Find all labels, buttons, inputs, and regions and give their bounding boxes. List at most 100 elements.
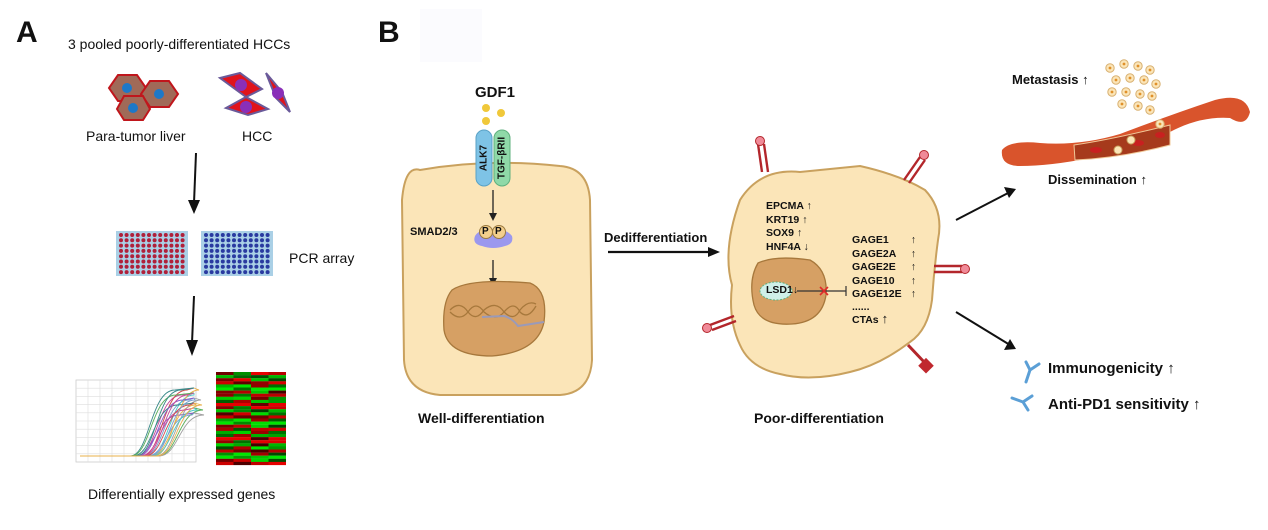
gdf1-label: GDF1 [475,84,516,101]
heatmap-cell [268,403,286,407]
heatmap-cell [216,403,234,407]
heatmap-cell [216,449,234,453]
para-tumor-cells-icon [107,74,180,121]
heatmap-cell [268,449,286,453]
heatmap-cell [216,372,234,376]
pcr-wells [119,233,185,275]
cta-item: GAGE10↑ [852,274,916,287]
heatmap-cell [268,412,286,416]
membrane-receptor [756,143,770,173]
heatmap-cell [268,446,286,450]
heatmap-cell [233,449,251,453]
heatmap-cell [233,437,251,441]
heatmap-cell [268,381,286,385]
heatmap-cell [268,393,286,397]
heatmap-cell [216,406,234,410]
dedifferentiation-label: Dedifferentiation [604,230,708,245]
heatmap-cell [233,458,251,462]
heatmap-cell [233,412,251,416]
heatmap-cell [216,461,234,466]
heatmap-cell [251,387,269,391]
heatmap-cell [268,458,286,462]
heatmap-cell [233,446,251,450]
amplification-curve [80,387,195,457]
heatmap-cell [268,384,286,388]
heatmap-cell [233,430,251,435]
heatmap-cell [233,461,251,466]
heatmap-cell [251,434,269,438]
heatmap-cell [268,461,286,466]
heatmap-cell [268,396,286,400]
phospho-circle [492,225,506,239]
para-tumor-label: Para-tumor liver [86,128,186,144]
heatmap-cell [251,427,269,431]
heatmap-cell [268,415,286,419]
arrow-to-immunity [955,311,1011,346]
heatmap-cell [251,418,269,422]
metastasis-label: Metastasis ↑ [1012,72,1089,87]
heatmap-cell [216,458,234,462]
heatmap-cell [268,375,286,379]
heatmap-cell [233,399,251,404]
amplification-curve [80,392,195,457]
heatmap-cell [251,403,269,407]
amplification-curve [80,397,195,457]
heatmap-cell [216,455,234,459]
heatmap-cell [233,390,251,394]
heatmap-cell [251,461,269,466]
poor-differentiation-label: Poor-differentiation [754,410,884,426]
heatmap-cell [216,452,234,456]
heatmap-cell [233,396,251,400]
membrane-receptor [903,156,926,184]
heatmap-cell [233,372,251,376]
heatmap-cell [233,434,251,438]
heatmap-cell [251,446,269,450]
heatmap-cell [233,421,251,425]
marker-item: EPCMA ↑ [766,200,812,212]
marker-item: SOX9 ↑ [766,227,803,239]
heatmap-cell [233,403,251,407]
heatmap-cell [251,378,269,382]
heatmap-cell [268,443,286,447]
heatmap-cell [251,372,269,376]
heatmap-cell [216,437,234,441]
heatmap-cell [268,390,286,394]
marker-list: EPCMA ↑ KRT19 ↑ SOX9 ↑ HNF4A ↓ [766,200,812,254]
heatmap-cell [251,443,269,447]
heatmap-cell [251,393,269,397]
heatmap-cell [233,440,251,444]
heatmap-cell [251,412,269,416]
cta-item: GAGE2E↑ [852,261,916,273]
heatmap-cell [251,399,269,404]
heatmap-cell [268,372,286,376]
membrane-receptor [906,343,928,366]
heatmap-cell [268,452,286,456]
heatmap-cell [251,421,269,425]
heatmap-cell [233,427,251,431]
blocked-x-icon [819,286,829,296]
heatmap-cell [233,418,251,422]
heatmap-cell [268,434,286,438]
heatmap-cell [251,409,269,413]
well-differentiated-cell [400,161,594,396]
amplification-plot-icon [75,379,205,463]
heatmap-cell [268,424,286,428]
immunogenicity-label: Immunogenicity ↑ [1048,360,1175,377]
ligand-dot [497,109,505,117]
heatmap-cell [233,375,251,379]
amplification-curve [80,392,195,457]
tgfbrii-receptor [493,129,511,187]
antibody-icon [1024,360,1041,384]
heatmap-cell [216,421,234,425]
cta-item: GAGE2A↑ [852,247,916,260]
heatmap-cell [216,443,234,447]
heatmap-cell [233,443,251,447]
pcr-wells [204,233,270,275]
heatmap-cell [251,381,269,385]
heatmap-cell [251,415,269,419]
heatmap-cell [216,390,234,394]
amplification-curve [80,397,202,457]
heatmap-cell [216,381,234,385]
